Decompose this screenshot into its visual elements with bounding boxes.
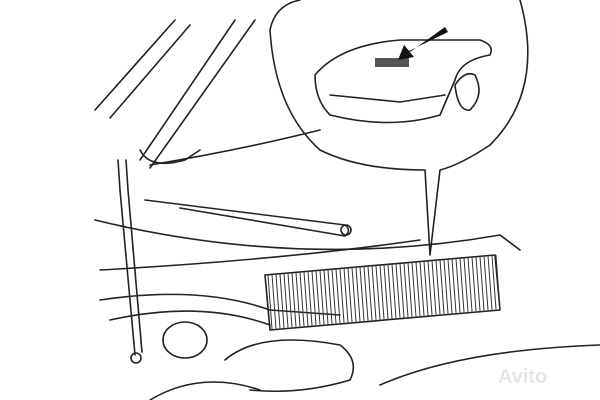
filter-pleat <box>279 273 285 328</box>
windscreen-wiper <box>144 199 352 237</box>
filter-pleat <box>383 264 389 319</box>
filter-pleat <box>379 265 385 320</box>
filter-pleat <box>271 274 277 329</box>
filter-pleat <box>299 272 305 327</box>
filter-pleat <box>355 267 361 322</box>
filter-pleat <box>475 256 481 311</box>
filter-pleat <box>411 262 417 317</box>
filter-pleat <box>399 263 405 318</box>
filter-pleat <box>339 268 345 323</box>
hood <box>94 19 321 169</box>
filter-pleat <box>287 273 293 328</box>
filter-pleat <box>275 274 281 329</box>
filter-pleat <box>303 271 309 326</box>
filter-pleat <box>423 261 429 316</box>
filter-pleat <box>395 263 401 318</box>
filter-pleat <box>347 267 353 323</box>
filter-pleat <box>315 270 321 325</box>
detail-callout <box>269 0 529 256</box>
filter-pleat <box>387 264 393 319</box>
filter-pleat <box>447 259 453 314</box>
filter-pleat <box>291 272 297 327</box>
filter-pleat <box>327 269 333 324</box>
filter-pleat <box>435 260 441 315</box>
filter-pleat <box>455 258 461 313</box>
filter-pleat <box>403 263 409 318</box>
filter-pleat <box>307 271 313 326</box>
filter-pleat <box>311 271 317 326</box>
filter-pleat <box>467 257 473 312</box>
car-sketch <box>314 27 493 124</box>
filter-pleat <box>283 273 289 328</box>
filter-pleat <box>487 255 493 310</box>
cabin-air-filter <box>264 254 501 331</box>
filter-pleat <box>463 257 469 312</box>
hood-strut <box>117 159 143 364</box>
filter-pleat <box>471 257 477 312</box>
filter-pleat <box>323 270 329 325</box>
filter-pleat <box>459 258 465 313</box>
filter-pleat <box>427 260 433 316</box>
filter-pleat <box>295 272 301 327</box>
filter-pleat <box>371 265 377 320</box>
filter-pleat <box>491 255 497 310</box>
filter-pleat <box>407 262 413 317</box>
filter-pleat <box>267 274 273 330</box>
filter-pleat <box>363 266 369 321</box>
filter-pleat <box>451 258 457 313</box>
avito-watermark: Avito <box>498 366 548 388</box>
filter-pleat <box>443 259 449 314</box>
filter-pleat <box>367 266 373 321</box>
filter-pleat <box>359 266 365 321</box>
filter-pleat <box>391 264 397 319</box>
filter-pleat <box>479 256 485 311</box>
cowl-panel <box>94 219 521 326</box>
filter-pleat <box>351 267 357 322</box>
filter-pleat <box>483 256 489 311</box>
filter-pleat <box>431 260 437 315</box>
filter-pleat <box>415 262 421 317</box>
filter-pleat <box>439 259 445 314</box>
filter-pleat <box>375 265 381 320</box>
filter-pleat <box>495 255 501 310</box>
filter-pleat <box>419 261 425 316</box>
engine-parts <box>149 321 600 400</box>
filter-pleat <box>335 269 341 324</box>
filter-pleat <box>343 268 349 323</box>
filter-pleat <box>319 270 325 325</box>
filter-pleat <box>331 269 337 324</box>
